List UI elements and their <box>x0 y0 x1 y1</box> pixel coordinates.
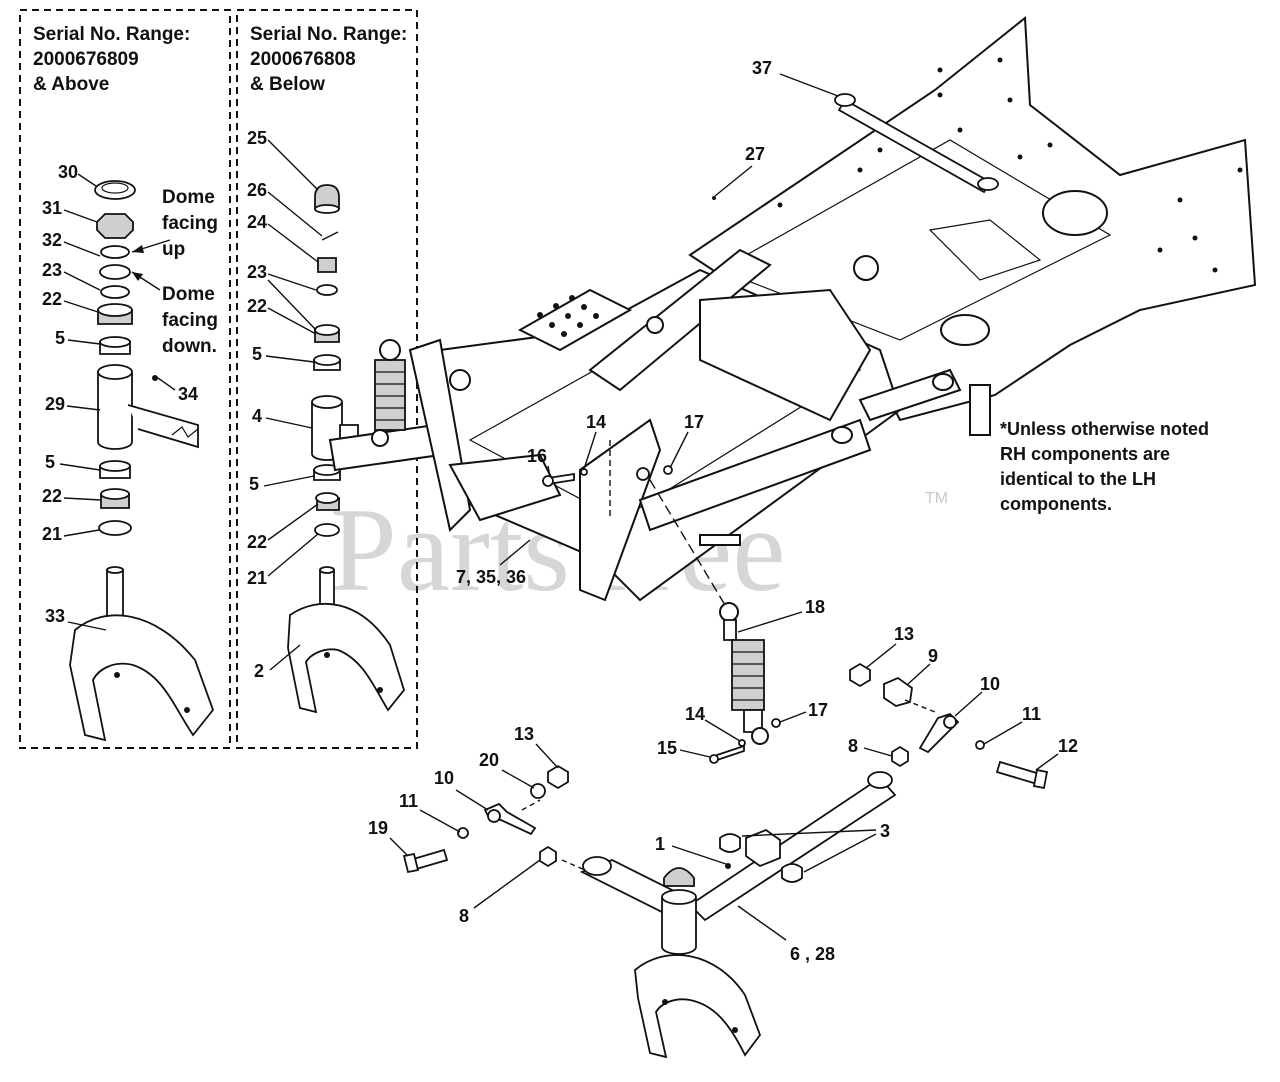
callout-25: 25 <box>247 128 267 148</box>
callout-13-lh: 13 <box>514 724 534 744</box>
callout-14-upper: 14 <box>586 412 606 432</box>
dome-up-line2: facing <box>162 213 218 234</box>
callout-5-above-lower: 5 <box>45 452 55 472</box>
callout-22-below-lower: 22 <box>247 532 267 552</box>
callout-29: 29 <box>45 394 65 414</box>
rh-note-line2: RH components are <box>1000 444 1170 464</box>
callout-24: 24 <box>247 212 267 232</box>
dome-down-line2: facing <box>162 310 218 331</box>
callout-4: 4 <box>252 406 262 426</box>
caster-assembly-above <box>69 180 215 742</box>
callout-37: 37 <box>752 58 772 78</box>
callout-11-rh: 11 <box>1022 704 1041 724</box>
dome-up-line1: Dome <box>162 187 215 208</box>
rh-pivot-hardware <box>849 662 1049 790</box>
serial-range-below-box <box>236 9 418 749</box>
rh-shock-absorber-18 <box>709 602 781 764</box>
front-axle-6-28 <box>579 771 897 1059</box>
callout-23-above: 23 <box>42 260 62 280</box>
callout-22-above-lower: 22 <box>42 486 62 506</box>
serial-range-above-box <box>19 9 231 749</box>
callout-1: 1 <box>655 834 665 854</box>
callout-20: 20 <box>479 750 499 770</box>
callout-5-below-lower: 5 <box>249 474 259 494</box>
callout-18: 18 <box>805 597 825 617</box>
callout-26: 26 <box>247 180 267 200</box>
lh-pivot-hardware <box>402 764 569 874</box>
callout-32: 32 <box>42 230 62 250</box>
serial-below-line3: & Below <box>250 74 325 95</box>
callout-31: 31 <box>42 198 62 218</box>
callout-16: 16 <box>527 446 547 466</box>
callout-7-35-36: 7, 35, 36 <box>456 567 526 587</box>
callout-27: 27 <box>745 144 765 164</box>
callout-11-lh: 11 <box>399 791 418 811</box>
callout-34: 34 <box>178 384 198 404</box>
rh-note-line1: *Unless otherwise noted <box>1000 419 1209 439</box>
callout-5-above: 5 <box>55 328 65 348</box>
callout-14-lower: 14 <box>685 704 705 724</box>
watermark-tm: TM <box>925 490 948 507</box>
callout-21-above: 21 <box>42 524 62 544</box>
callout-5-below: 5 <box>252 344 262 364</box>
dome-down-line1: Dome <box>162 284 215 305</box>
callout-17-lower: 17 <box>808 700 828 720</box>
callout-13-rh: 13 <box>894 624 914 644</box>
dome-down-line3: down. <box>162 336 217 357</box>
callout-19: 19 <box>368 818 388 838</box>
callout-15: 15 <box>657 738 677 758</box>
callout-33: 33 <box>45 606 65 626</box>
callout-8-rh: 8 <box>848 736 858 756</box>
serial-above-line1: Serial No. Range: <box>33 24 190 45</box>
serial-below-line2: 2000676808 <box>250 49 356 70</box>
caster-assembly-below <box>287 184 406 714</box>
callout-22-above: 22 <box>42 289 62 309</box>
callout-2: 2 <box>254 661 264 681</box>
callout-23-below: 23 <box>247 262 267 282</box>
callout-21-below: 21 <box>247 568 267 588</box>
serial-above-line3: & Above <box>33 74 109 95</box>
callout-17-upper: 17 <box>684 412 704 432</box>
callout-12: 12 <box>1058 736 1078 756</box>
callout-8-lh: 8 <box>459 906 469 926</box>
lh-shock-absorber <box>371 339 406 447</box>
shock-mount-hardware <box>542 465 673 487</box>
callout-3: 3 <box>880 821 890 841</box>
serial-above-line2: 2000676809 <box>33 49 139 70</box>
rh-note-line3: identical to the LH <box>1000 469 1156 489</box>
dome-up-line3: up <box>162 239 185 260</box>
callout-10-lh: 10 <box>434 768 454 788</box>
callout-10-rh: 10 <box>980 674 1000 694</box>
bar-37 <box>834 93 999 194</box>
callout-9: 9 <box>928 646 938 666</box>
mower-frame <box>328 16 1257 602</box>
callout-22-below: 22 <box>247 296 267 316</box>
rh-note-line4: components. <box>1000 494 1112 514</box>
serial-below-line1: Serial No. Range: <box>250 24 407 45</box>
callout-6-28: 6 , 28 <box>790 944 835 964</box>
callout-30: 30 <box>58 162 78 182</box>
